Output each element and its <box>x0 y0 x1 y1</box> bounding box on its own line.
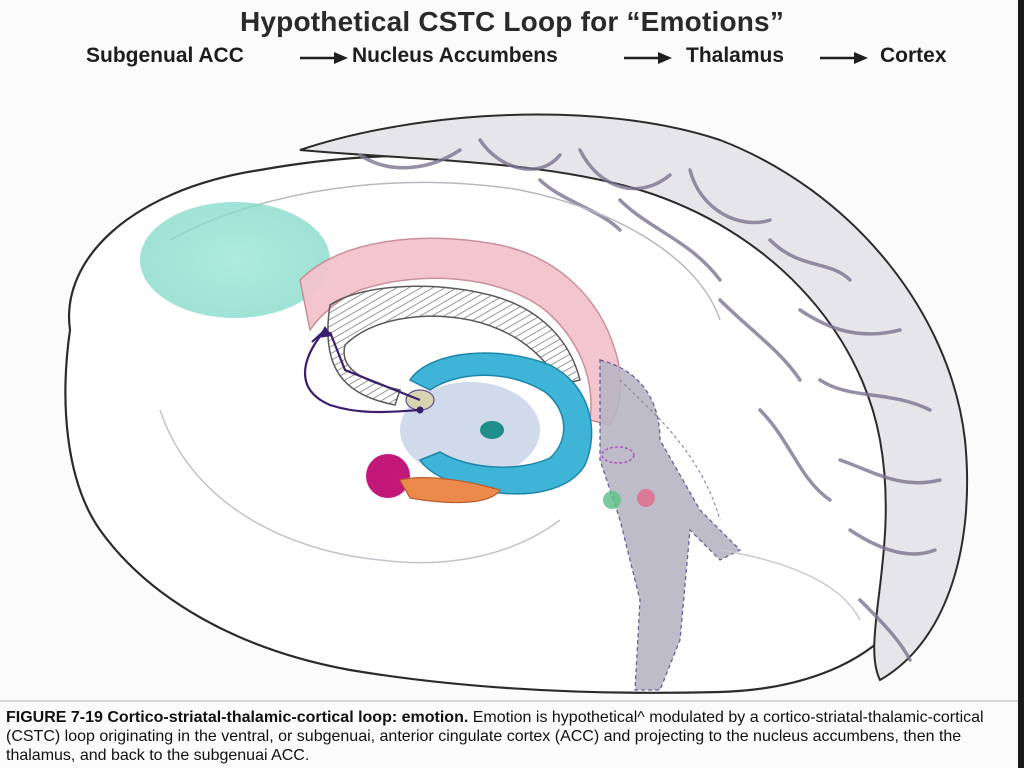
pathway-step-nucleus-accumbens: Nucleus Accumbens <box>352 44 558 67</box>
hypothalamic-nucleus <box>601 446 635 464</box>
pink-nucleus <box>637 489 655 507</box>
screen-edge <box>1018 0 1024 768</box>
cerebellum-contour <box>719 549 861 621</box>
right-arrow-icon <box>624 52 672 64</box>
brainstem <box>599 359 742 691</box>
inner-nucleus <box>480 421 504 439</box>
pathway-step-subgenual-acc: Subgenual ACC <box>86 44 244 67</box>
subgenual-acc-region <box>140 202 330 318</box>
figure-label: FIGURE 7-19 Cortico-striatal-thalamic-co… <box>6 709 469 726</box>
corpus-callosum <box>327 285 581 406</box>
pathway-step-thalamus: Thalamus <box>686 44 785 67</box>
gyri-lines <box>358 138 942 662</box>
loop-pathway: Subgenual ACC Nucleus Accumbens Thalamus… <box>0 44 1024 74</box>
temporal-contour <box>159 409 561 564</box>
pathway-step-cortex: Cortex <box>880 44 947 67</box>
right-arrow-icon <box>820 52 868 64</box>
brain-diagram <box>64 113 969 694</box>
green-nucleus <box>603 491 621 509</box>
pathway-arrowhead-icon <box>318 326 332 338</box>
hippocampus <box>399 477 501 504</box>
pathway-node <box>416 406 424 414</box>
amygdala <box>366 454 410 498</box>
figure-caption: FIGURE 7-19 Cortico-striatal-thalamic-co… <box>6 708 1016 765</box>
caption-text: Emotion is hypothetical^ modulated by a … <box>6 709 984 764</box>
caption-divider <box>0 700 1024 702</box>
right-arrow-icon <box>300 52 348 64</box>
figure-title: Hypothetical CSTC Loop for “Emotions” <box>239 6 785 37</box>
